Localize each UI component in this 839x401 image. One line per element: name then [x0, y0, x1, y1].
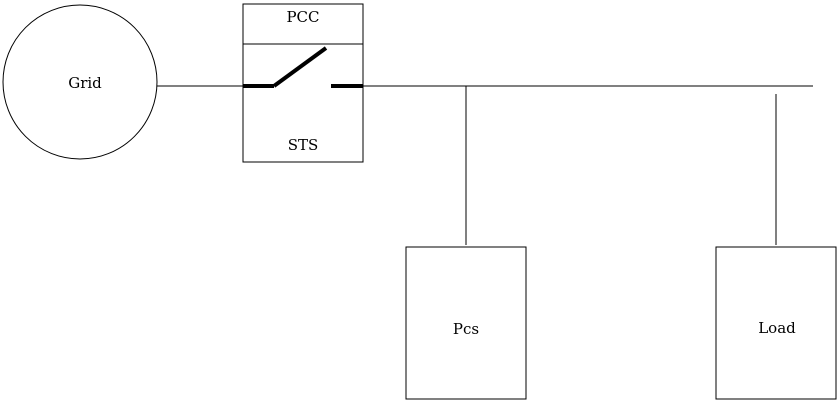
- switch-blade: [272, 46, 328, 88]
- load-label: Load: [758, 319, 796, 337]
- load-box: [715, 246, 837, 400]
- pcs-node: Pcs: [405, 246, 527, 400]
- pcs-label: Pcs: [453, 320, 479, 338]
- pcc-sts-outline: [242, 3, 364, 163]
- grid-circle: [2, 4, 158, 160]
- switch-symbol: [243, 46, 363, 88]
- pcs-box: [405, 246, 527, 400]
- load-node: Load: [715, 246, 837, 400]
- sts-label: STS: [288, 136, 319, 154]
- pcc-sts-box: PCC STS: [242, 3, 364, 163]
- grid-node: Grid: [2, 4, 158, 160]
- grid-label: Grid: [68, 74, 102, 92]
- pcc-label: PCC: [286, 8, 319, 26]
